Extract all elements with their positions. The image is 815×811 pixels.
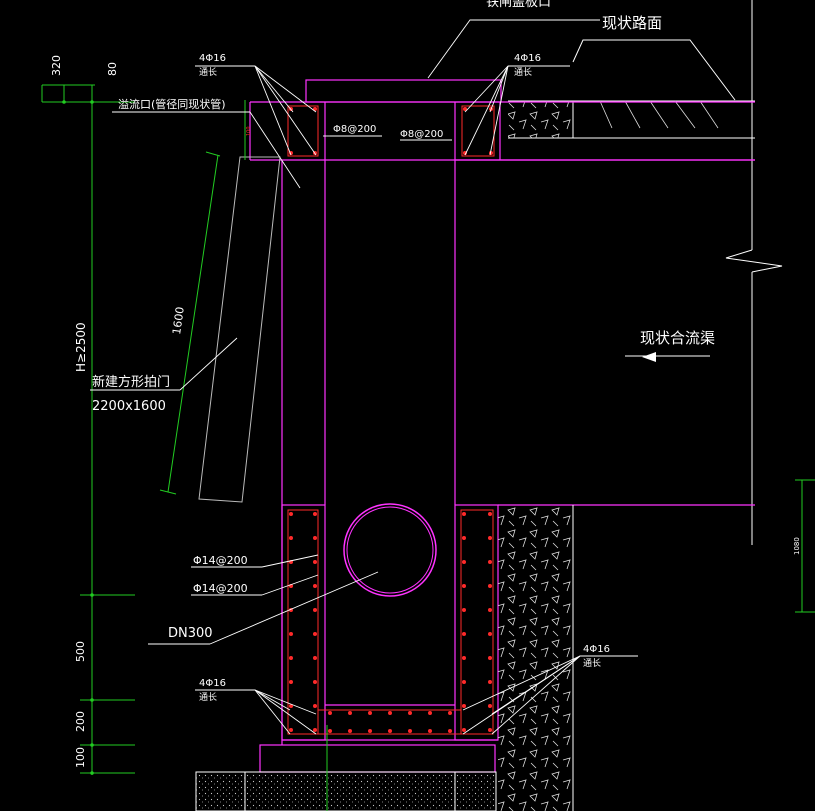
rebar-dot xyxy=(408,729,412,733)
label-rebar-bot-right-sub: 通长 xyxy=(583,657,601,669)
manhole-structure xyxy=(249,79,755,773)
dim-h2500: H≥2500 xyxy=(74,322,88,372)
dim-320: 320 xyxy=(50,55,63,76)
road-surface xyxy=(508,39,755,139)
rebar-dot xyxy=(388,729,392,733)
rebar-dot xyxy=(462,680,466,684)
rebar-dot xyxy=(289,536,293,540)
rebar-dot xyxy=(348,711,352,715)
rebar-dot xyxy=(462,704,466,708)
dimension-lines xyxy=(41,84,815,811)
rebar-dot xyxy=(313,680,317,684)
rebar-dot xyxy=(313,512,317,516)
rebar-dot xyxy=(289,680,293,684)
rebar-dot xyxy=(488,632,492,636)
rebar-dot xyxy=(488,560,492,564)
rebar-dot xyxy=(462,512,466,516)
rebar-dot xyxy=(462,560,466,564)
label-rebar-mid2: Φ14@200 xyxy=(193,582,248,595)
rebar-dot xyxy=(313,728,317,732)
pipe-dn300 xyxy=(343,503,437,597)
rebar-dot xyxy=(428,711,432,715)
dim-80: 80 xyxy=(106,62,119,76)
rebar-dot xyxy=(488,728,492,732)
leader-lines xyxy=(90,19,710,735)
rebar-dot xyxy=(313,656,317,660)
label-channel: 现状合流渠 xyxy=(640,329,715,347)
label-stirrup-left: Φ8@200 xyxy=(333,124,376,135)
dim-100: 100 xyxy=(74,747,87,768)
label-stirrup-right: Φ8@200 xyxy=(400,129,443,140)
soil-hatch xyxy=(498,505,574,811)
rebar-dot xyxy=(328,711,332,715)
rebar-cages xyxy=(287,105,495,735)
rebar-dot xyxy=(462,656,466,660)
label-rebar-bot-left-sub: 通长 xyxy=(199,691,217,703)
rebar-dot xyxy=(488,680,492,684)
rebar-dot xyxy=(488,608,492,612)
rebar-dot xyxy=(448,729,452,733)
rebar-dot xyxy=(289,512,293,516)
gravel-base xyxy=(195,771,497,811)
rebar-dot xyxy=(348,729,352,733)
rebar-dot xyxy=(368,711,372,715)
rebar-dot xyxy=(488,536,492,540)
label-pipe: DN300 xyxy=(168,626,213,641)
rebar-dot xyxy=(488,704,492,708)
rebar-dot xyxy=(408,711,412,715)
cover-slab xyxy=(305,79,502,103)
rebar-dot xyxy=(488,584,492,588)
rebar-dot xyxy=(289,728,293,732)
flap-gate xyxy=(198,156,281,503)
label-rebar-mid1: Φ14@200 xyxy=(193,554,248,567)
rebar-dot xyxy=(462,584,466,588)
rebar-dot xyxy=(462,632,466,636)
label-road: 现状路面 xyxy=(602,14,662,32)
label-rebar-bot-left: 4Φ16 xyxy=(199,678,226,689)
dim-1080: 1080 xyxy=(793,537,801,555)
rebar-dot xyxy=(462,608,466,612)
rebar-dot xyxy=(289,656,293,660)
channel-boundary xyxy=(725,0,783,545)
dim-500: 500 xyxy=(74,641,87,662)
label-rebar-top-right: 4Φ16 xyxy=(514,53,541,64)
dim-1600: 1600 xyxy=(170,306,187,336)
rebar-dot xyxy=(463,107,467,111)
label-rebar-top-left-sub: 通长 xyxy=(199,66,217,78)
rebar-dot xyxy=(289,632,293,636)
rebar-dot xyxy=(313,560,317,564)
rebar-dot xyxy=(313,608,317,612)
rebar-dot xyxy=(388,711,392,715)
channel-arrow xyxy=(642,352,656,362)
rebar-dot xyxy=(428,729,432,733)
rebar-dot xyxy=(448,711,452,715)
label-rebar-top-right-sub: 通长 xyxy=(514,66,532,78)
label-rebar-top-left: 4Φ16 xyxy=(199,53,226,64)
rebar-dot xyxy=(488,656,492,660)
rebar-dots xyxy=(289,107,493,733)
dim-small: 100 xyxy=(246,126,252,136)
label-overflow: 溢流口(管径同现状管) xyxy=(118,97,226,111)
label-rebar-bot-right: 4Φ16 xyxy=(583,644,610,655)
rebar-dot xyxy=(488,512,492,516)
dimension-ticks xyxy=(62,100,94,775)
rebar-dot xyxy=(313,704,317,708)
rebar-dot xyxy=(313,536,317,540)
rebar-dot xyxy=(313,632,317,636)
dim-200: 200 xyxy=(74,711,87,732)
label-gate-size: 2200x1600 xyxy=(92,399,166,414)
rebar-dot xyxy=(368,729,372,733)
label-gate-title: 新建方形拍门 xyxy=(92,374,170,390)
rebar-dot xyxy=(313,584,317,588)
rebar-dot xyxy=(328,729,332,733)
rebar-dot xyxy=(462,536,466,540)
label-top-partial: 铁闸盖板口 xyxy=(486,0,551,10)
rebar-dot xyxy=(462,728,466,732)
